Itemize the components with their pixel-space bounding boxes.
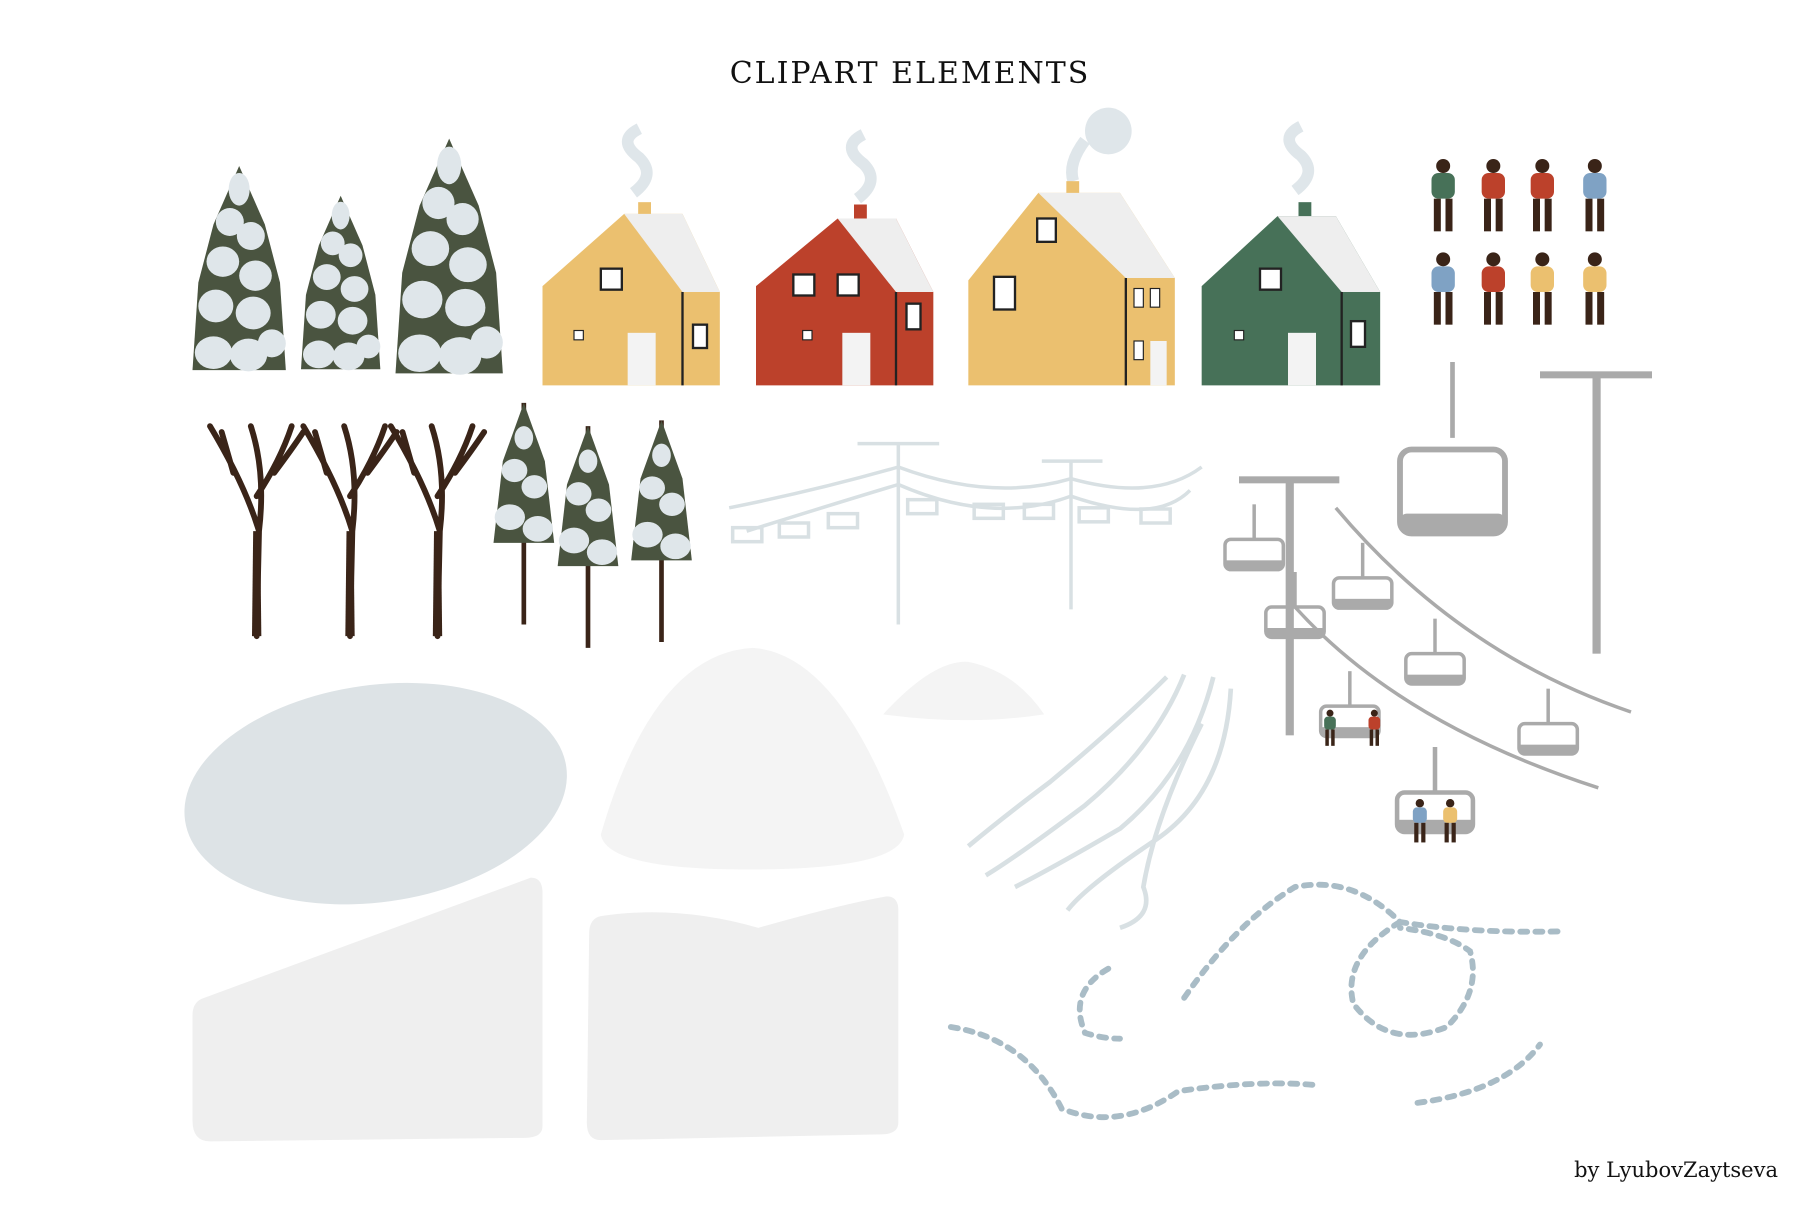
yellow-house-large — [968, 107, 1175, 386]
author-credit: by LyubovZaytseva — [1574, 1158, 1778, 1182]
snowy-pine-trees — [192, 138, 503, 375]
snow-slab-left — [192, 877, 543, 1142]
yellow-house-small — [542, 123, 720, 386]
green-house — [1201, 121, 1381, 386]
frozen-lake-shape — [184, 682, 567, 905]
bare-trees — [210, 426, 484, 636]
snow-slab-right — [586, 896, 899, 1141]
faint-ski-lift — [728, 441, 1203, 625]
snow-mountain-shape — [600, 647, 905, 870]
ski-tracks — [966, 673, 1234, 931]
snow-mound-shape — [883, 661, 1045, 721]
footprint-trails — [947, 881, 1567, 1121]
page-title: CLIPART ELEMENTS — [729, 56, 1091, 91]
red-house — [756, 129, 934, 386]
people-figures — [1431, 159, 1607, 325]
ski-lift — [1223, 362, 1652, 843]
small-pine-trees — [494, 403, 692, 648]
